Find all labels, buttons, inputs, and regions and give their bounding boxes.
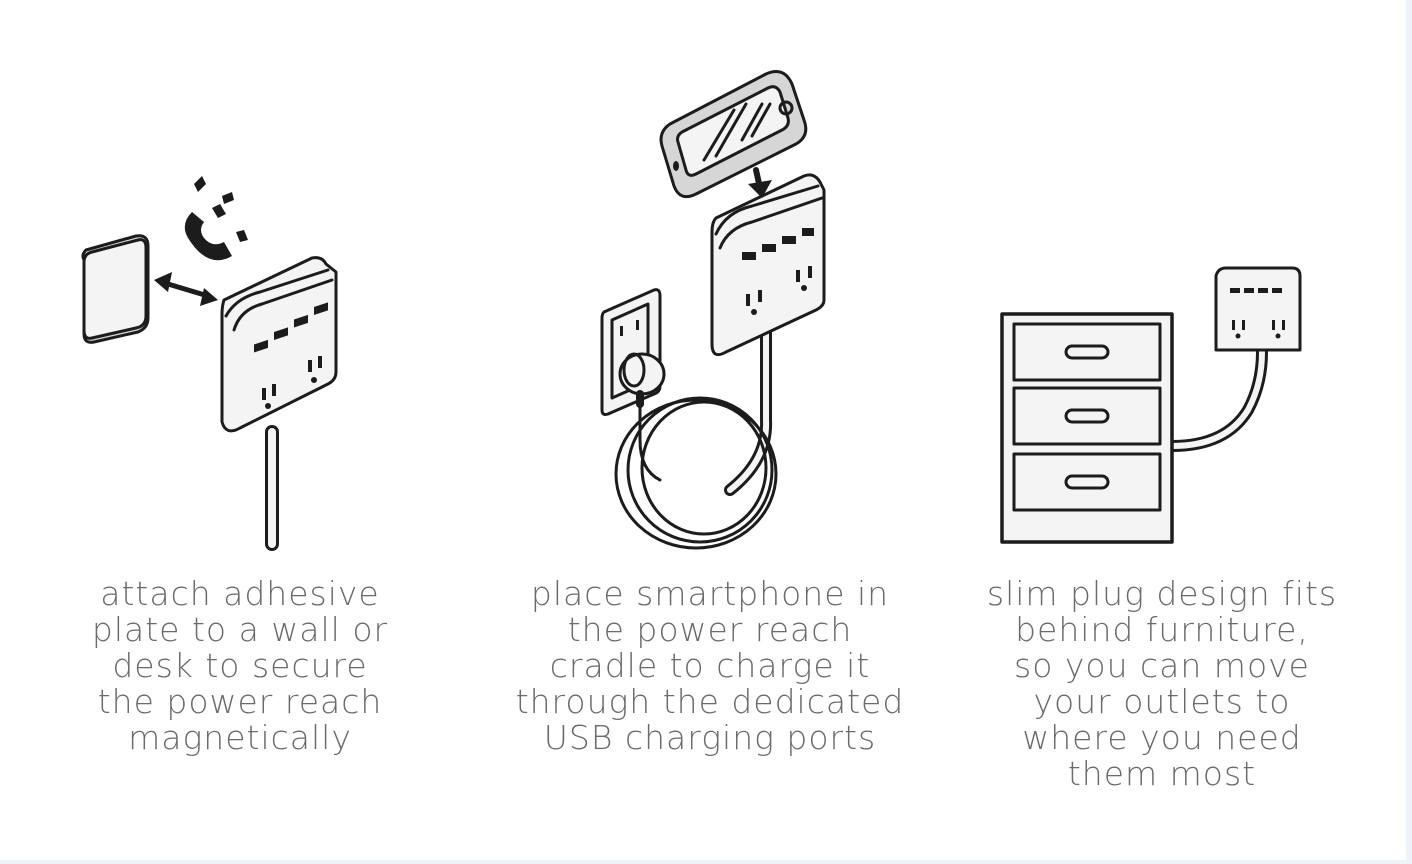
- caption-line: place smartphone in: [530, 574, 890, 613]
- phone-icon: [659, 70, 808, 199]
- caption-line: plate to a wall or: [91, 610, 389, 649]
- caption-line: so you can move: [1014, 646, 1310, 685]
- caption-line: attach adhesive: [100, 574, 380, 613]
- power-reach-outlet-icon: [220, 256, 338, 551]
- caption-line: the power reach: [97, 682, 383, 721]
- caption-line: behind furniture,: [1015, 610, 1309, 649]
- step-1-panel: attach adhesive plate to a wall or desk …: [40, 0, 440, 864]
- cord-icon: [1166, 346, 1268, 452]
- step-3-illustration: [1000, 266, 1302, 544]
- caption-line: the power reach: [567, 610, 853, 649]
- step-2-panel: place smartphone in the power reach crad…: [490, 0, 930, 864]
- caption-line: them most: [1067, 754, 1257, 793]
- power-reach-outlet-icon: [710, 173, 826, 357]
- step-1-caption: attach adhesive plate to a wall or desk …: [40, 576, 440, 756]
- right-edge-strip: [1406, 0, 1412, 864]
- step-2-illustration: [600, 70, 826, 550]
- step-1-illustration: [81, 176, 338, 551]
- coiled-cord-icon: [614, 314, 778, 550]
- dresser-icon: [1000, 312, 1174, 544]
- step-2-caption: place smartphone in the power reach crad…: [490, 576, 930, 756]
- adhesive-plate-icon: [81, 234, 150, 344]
- slim-plug-outlet-icon: [1214, 266, 1302, 352]
- caption-line: magnetically: [128, 718, 352, 757]
- bottom-edge-strip: [0, 860, 1412, 864]
- step-3-panel: slim plug design fits behind furniture, …: [962, 0, 1362, 864]
- caption-line: where you need: [1022, 718, 1302, 757]
- caption-line: cradle to charge it: [549, 646, 871, 685]
- step-3-caption: slim plug design fits behind furniture, …: [962, 576, 1362, 792]
- wall-outlet-icon: [600, 288, 666, 416]
- magnet-icon: [184, 176, 248, 261]
- caption-line: through the dedicated: [515, 682, 905, 721]
- caption-line: desk to secure: [112, 646, 368, 685]
- caption-line: USB charging ports: [543, 718, 877, 757]
- down-arrow-icon: [748, 167, 772, 198]
- caption-line: your outlets to: [1033, 682, 1291, 721]
- caption-line: slim plug design fits: [986, 574, 1338, 613]
- double-arrow-icon: [154, 272, 218, 306]
